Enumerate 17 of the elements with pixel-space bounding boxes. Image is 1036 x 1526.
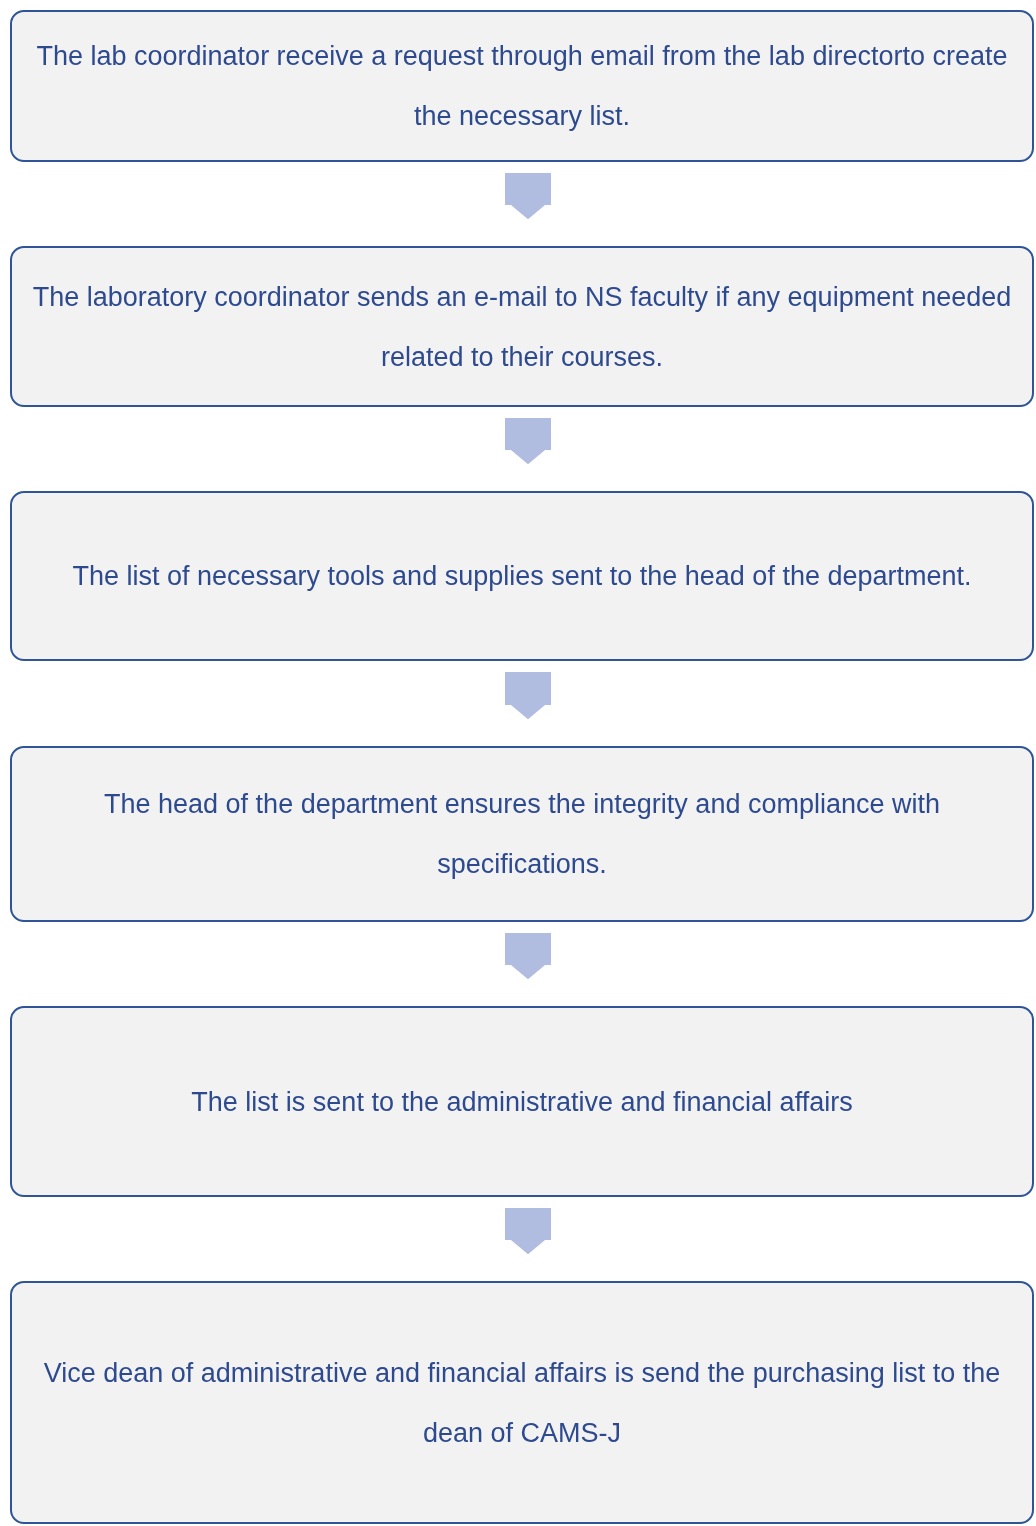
step-text: Vice dean of administrative and financial affairs is send the purchasing list to the dean of CAMS-J [42, 1356, 1002, 1450]
process-box [10, 746, 1034, 922]
step-text: The head of the department ensures the integrity and compliance with specifications. [103, 788, 941, 881]
process-box [10, 1281, 1034, 1524]
step-text: The list is sent to the administrative and financial affairs [191, 1085, 853, 1119]
process-box [10, 10, 1034, 162]
process-box [10, 246, 1034, 407]
step-text: The lab coordinator receive a request through email from the lab directorto create the necessary list. [35, 40, 1009, 133]
block-arrow [505, 418, 551, 465]
process-box [10, 491, 1034, 661]
process-box [10, 1006, 1034, 1197]
step-text: The list of necessary tools and supplies sent to the head of the department. [72, 560, 972, 593]
block-arrow [505, 1208, 551, 1255]
step-text: The laboratory coordinator sends an e-mail to NS faculty if any equipment needed related to their courses. [31, 280, 1013, 374]
block-arrow [505, 672, 551, 720]
block-arrow [505, 933, 551, 980]
block-arrow [505, 173, 551, 220]
